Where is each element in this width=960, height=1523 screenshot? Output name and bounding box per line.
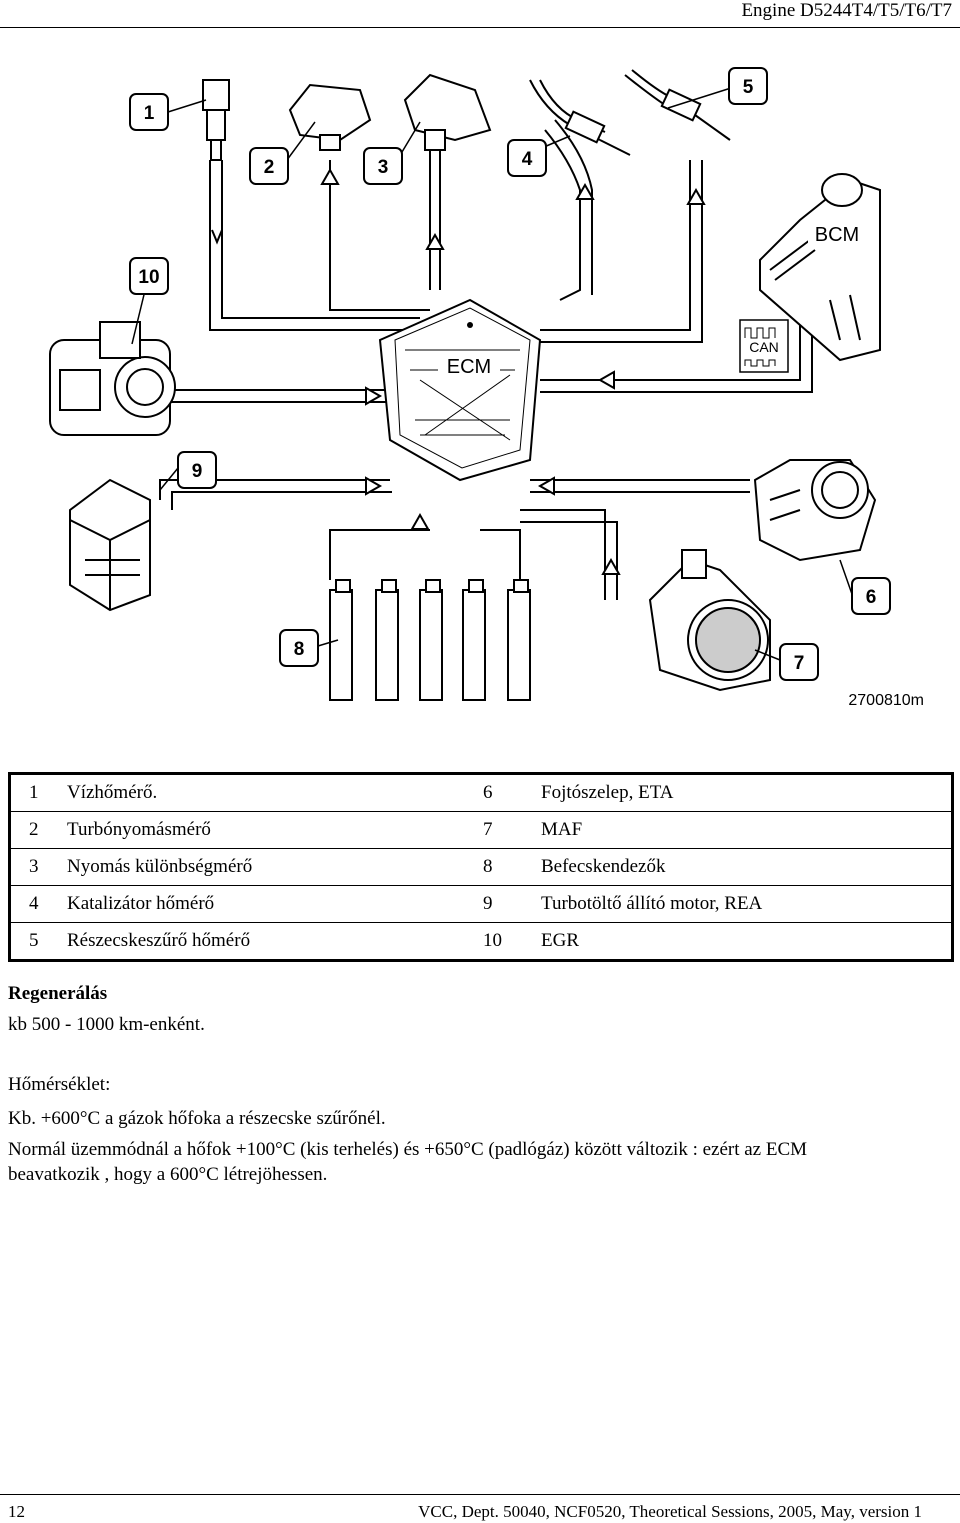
callout-7: 7 — [779, 643, 819, 681]
legend-number: 2 — [9, 811, 49, 849]
legend-text: Nyomás különbségmérő — [49, 848, 437, 886]
normal-mode-text-line-2: beavatkozik , hogy a 600°C létrejöhessen… — [8, 1164, 328, 1185]
legend-text: Turbotöltő állító motor, REA — [523, 885, 953, 923]
legend-number: 4 — [9, 885, 49, 923]
legend-number: 8 — [437, 848, 523, 886]
footer-rule — [0, 1494, 960, 1495]
legend-number: 1 — [29, 782, 39, 803]
callout-8: 8 — [279, 629, 319, 667]
table-row: 4 Katalizátor hőmérő 9 Turbotöltő állító… — [9, 885, 953, 923]
header-rule — [0, 27, 960, 28]
sensor-5-particle-filter-temp — [624, 69, 731, 141]
svg-text:2: 2 — [264, 157, 275, 178]
page-number: 12 — [8, 1502, 25, 1521]
table-row: 1 Vízhőmérő. 6 Fojtószelep, ETA — [10, 774, 953, 812]
component-10-egr — [49, 321, 176, 436]
component-8-injectors — [329, 579, 531, 701]
figure-id: 2700810m — [848, 692, 924, 709]
legend-number: 9 — [437, 885, 523, 923]
sensor-3-pressure-differential — [403, 73, 492, 151]
legend-text: EGR — [523, 922, 953, 961]
callout-5: 5 — [728, 67, 768, 105]
wiring-lines — [159, 119, 815, 600]
ecm-sensor-diagram: ECM BCM CAN — [49, 67, 924, 709]
can-bus-box: CAN — [739, 319, 789, 373]
legend-text: Katalizátor hőmérő — [49, 885, 437, 923]
table-row: 3 Nyomás különbségmérő 8 Befecskendezők — [9, 848, 953, 886]
callout-4: 4 — [507, 139, 547, 177]
svg-text:3: 3 — [378, 157, 389, 178]
table-row: 5 Részecskeszűrő hőmérő 10 EGR — [9, 922, 953, 961]
regeneration-heading: Regenerálás — [8, 983, 108, 1004]
legend-text: MAF — [523, 811, 953, 849]
legend-number: 3 — [9, 848, 49, 886]
callout-9: 9 — [177, 451, 217, 489]
component-legend-table: 1 Vízhőmérő. 6 Fojtószelep, ETA 2 Turbón… — [8, 772, 954, 962]
footer-source: VCC, Dept. 50040, NCF0520, Theoretical S… — [418, 1502, 922, 1521]
document-header: Engine D5244T4/T5/T6/T7 — [741, 0, 952, 21]
svg-text:4: 4 — [522, 149, 533, 170]
sensor-2-boost-pressure — [288, 83, 372, 151]
can-label: CAN — [749, 339, 779, 355]
svg-text:6: 6 — [866, 587, 877, 608]
svg-text:9: 9 — [192, 461, 203, 482]
legend-number: 5 — [9, 922, 49, 961]
legend-text: Részecskeszűrő hőmérő — [49, 922, 437, 961]
callout-2: 2 — [249, 147, 289, 185]
sensor-4-catalyst-temp — [529, 79, 631, 156]
callout-3: 3 — [363, 147, 403, 185]
temperature-text: Kb. +600°C a gázok hőfoka a részecske sz… — [8, 1108, 386, 1129]
bcm-unit: BCM — [759, 173, 881, 362]
svg-text:7: 7 — [794, 653, 805, 674]
normal-mode-text-line-1: Normál üzemmódnál a hőfok +100°C (kis te… — [8, 1139, 808, 1160]
callout-6: 6 — [851, 577, 891, 615]
callout-10: 10 — [129, 257, 169, 295]
callout-1: 1 — [129, 93, 169, 131]
regeneration-interval: kb 500 - 1000 km-enként. — [8, 1014, 205, 1035]
svg-text:8: 8 — [294, 639, 305, 660]
component-6-throttle-eta — [753, 459, 877, 562]
legend-number: 6 — [483, 782, 493, 803]
legend-text: Befecskendezők — [523, 848, 953, 886]
sensor-1-coolant-temp — [202, 79, 230, 161]
component-9-turbo-actuator-rea — [69, 478, 151, 612]
legend-text: Vízhőmérő. — [67, 782, 158, 803]
table-row: 2 Turbónyomásmérő 7 MAF — [9, 811, 953, 849]
svg-text:5: 5 — [743, 77, 754, 98]
ecm-unit: ECM — [378, 298, 542, 482]
bcm-label: BCM — [815, 224, 859, 246]
legend-number: 10 — [437, 922, 523, 961]
component-7-maf — [648, 549, 771, 692]
legend-text: Turbónyomásmérő — [49, 811, 437, 849]
legend-text: Fojtószelep, ETA — [541, 782, 674, 803]
svg-text:1: 1 — [144, 103, 155, 124]
legend-number: 7 — [437, 811, 523, 849]
svg-text:10: 10 — [138, 267, 159, 288]
temperature-heading: Hőmérséklet: — [8, 1074, 111, 1095]
ecm-label: ECM — [447, 356, 491, 378]
